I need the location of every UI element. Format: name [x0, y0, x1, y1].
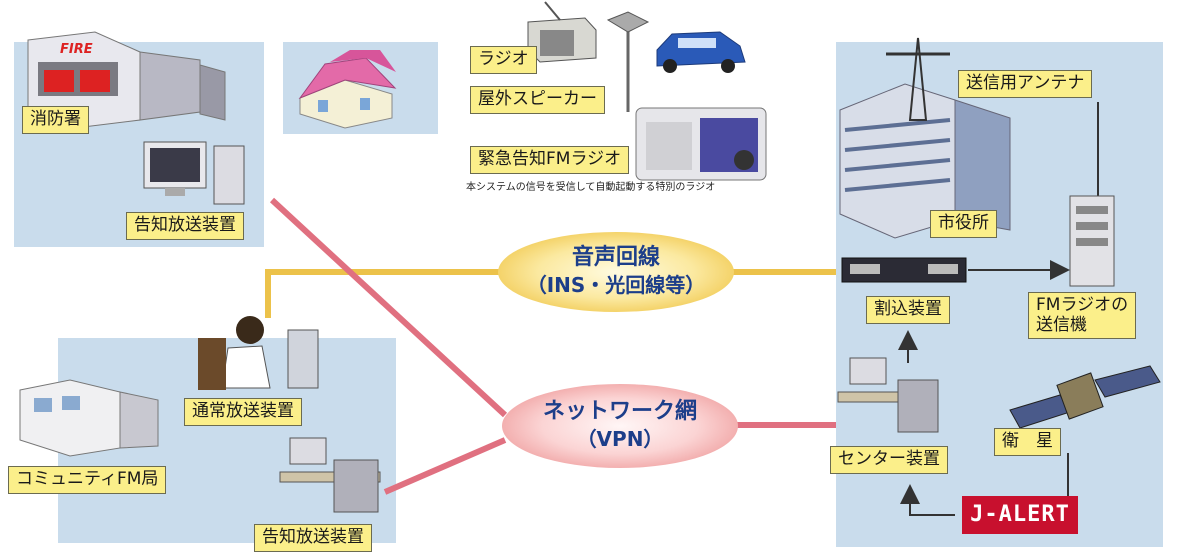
satellite-icon: [1009, 365, 1161, 429]
center-device-icon: [837, 357, 939, 433]
network-line-fire: [269, 197, 508, 418]
voice-line-subtitle: （INS・光回線等）: [526, 273, 706, 297]
voice-line-title: 音声回線: [571, 245, 660, 270]
city-hall-label: 市役所: [930, 210, 997, 238]
normal-broadcast-label: 通常放送装置: [184, 398, 302, 426]
network-title: ネットワーク網: [542, 399, 697, 424]
fire-station-announce-label: 告知放送装置: [126, 212, 244, 240]
emergency-radio-label: 緊急告知FMラジオ: [470, 146, 630, 174]
center-device-label: センター装置: [830, 446, 948, 474]
voice-line-left: [265, 269, 500, 318]
fm-transmitter-label: FMラジオの 送信機: [1028, 292, 1137, 340]
radio-icon: [527, 1, 597, 63]
community-fm-label: コミュニティFM局: [8, 466, 167, 494]
fire-station-label: 消防署: [22, 106, 89, 134]
fire-station-icon: [27, 31, 226, 129]
network-oval: [502, 384, 738, 468]
emergency-radio-caption: 本システムの信号を受信して自動起動する特別のラジオ: [466, 182, 716, 193]
fire-sign: FIRE: [60, 42, 93, 57]
fm-transmitter-label-line1: FMラジオの: [1036, 295, 1129, 315]
interrupt-device-icon: [841, 257, 967, 283]
car-icon: [656, 31, 746, 73]
j-alert-badge: J-ALERT: [962, 496, 1078, 534]
network-subtitle: （VPN）: [576, 427, 664, 451]
voice-line-text: 音声回線 （INS・光回線等）: [498, 244, 734, 298]
speaker-pole-icon: [606, 11, 650, 112]
community-announce-label: 告知放送装置: [254, 524, 372, 552]
voice-line-oval: [498, 232, 734, 312]
network-line-community: [383, 437, 507, 495]
transmit-antenna-label: 送信用アンテナ: [958, 70, 1093, 98]
emergency-radio-icon: [635, 107, 767, 181]
interrupt-device-label: 割込装置: [866, 296, 950, 324]
fm-transmitter-icon: [1069, 195, 1115, 287]
community-building-icon: [19, 379, 159, 457]
satellite-label: 衛 星: [994, 428, 1061, 456]
fire-station-pc-icon: [143, 141, 245, 205]
outdoor-speaker-label: 屋外スピーカー: [470, 86, 605, 114]
radio-label: ラジオ: [470, 46, 537, 74]
fm-transmitter-label-line2: 送信機: [1036, 314, 1087, 335]
announcer-icon: [198, 316, 319, 390]
community-pc-icon: [279, 437, 381, 513]
network-text: ネットワーク網 （VPN）: [502, 398, 738, 452]
house-icon: [298, 50, 397, 129]
city-hall-building-icon: [839, 37, 1011, 239]
